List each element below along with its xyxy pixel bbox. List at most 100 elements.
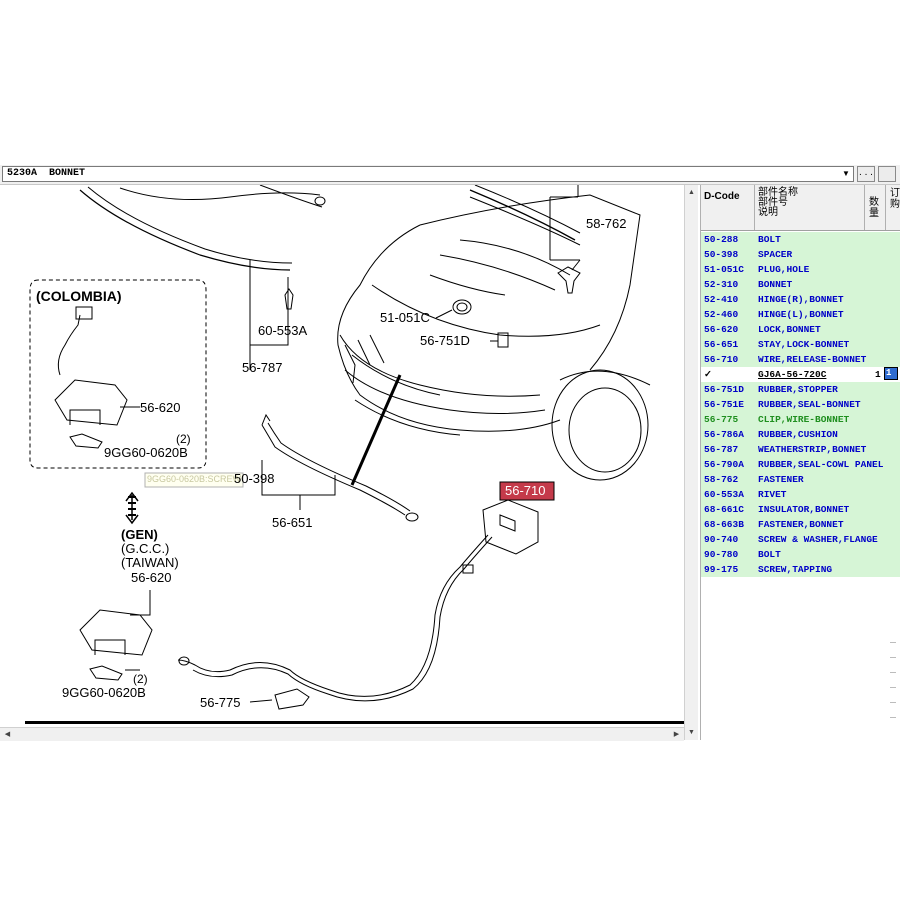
part-code: 51-051C <box>704 264 744 275</box>
table-row[interactable]: 60-553A RIVET <box>701 487 900 502</box>
part-code: 68-663B <box>704 519 744 530</box>
callout-56-775[interactable]: 56-775 <box>200 695 241 710</box>
part-qty: 1 <box>875 369 881 380</box>
part-name: RUBBER,SEAL-BONNET <box>758 399 861 410</box>
column-header-order[interactable]: 订购 <box>890 188 900 210</box>
part-number: GJ6A-56-720C <box>758 369 827 380</box>
part-code: 52-310 <box>704 279 739 290</box>
callout-56-751d[interactable]: 56-751D <box>420 333 470 348</box>
callout-56-710[interactable]: 56-710 <box>505 483 546 498</box>
tooltip: 9GG60-0620B:SCREW <box>147 474 242 484</box>
part-code: 56-775 <box>704 414 739 425</box>
gcc-label: (G.C.C.) <box>121 541 170 556</box>
table-row[interactable]: 52-460 HINGE(L),BONNET <box>701 307 900 322</box>
part-name: PLUG,HOLE <box>758 264 810 275</box>
table-row[interactable]: 68-663B FASTENER,BONNET <box>701 517 900 532</box>
part-code: 60-553A <box>704 489 744 500</box>
part-code: 56-751E <box>704 399 744 410</box>
callout-9gg60-gen[interactable]: 9GG60-0620B <box>62 685 146 700</box>
column-divider[interactable] <box>864 185 865 230</box>
part-code: 56-651 <box>704 339 739 350</box>
part-name: RIVET <box>758 489 787 500</box>
part-name: CLIP,WIRE-BONNET <box>758 414 850 425</box>
scroll-up-icon[interactable]: ▲ <box>688 189 695 196</box>
part-name: HINGE(R),BONNET <box>758 294 844 305</box>
scroll-left-icon[interactable]: ◀ <box>4 731 11 738</box>
qty-label: (2) <box>133 672 148 686</box>
section-select[interactable]: 5230A BONNET ▼ <box>2 166 854 182</box>
part-code: 52-460 <box>704 309 739 320</box>
part-name: STAY,LOCK-BONNET <box>758 339 850 350</box>
table-row[interactable]: 56-620 LOCK,BONNET <box>701 322 900 337</box>
part-code: 90-780 <box>704 549 739 560</box>
browse-button[interactable]: . . . <box>857 166 875 182</box>
column-header-qty[interactable]: 数量 <box>869 197 879 219</box>
table-row[interactable]: 56-710 WIRE,RELEASE-BONNET <box>701 352 900 367</box>
exploded-view-drawing <box>29 185 651 710</box>
scroll-right-icon[interactable]: ▶ <box>673 731 680 738</box>
column-divider[interactable] <box>754 185 755 230</box>
table-row[interactable]: 56-651 STAY,LOCK-BONNET <box>701 337 900 352</box>
callout-56-787[interactable]: 56-787 <box>242 360 283 375</box>
column-header-name-line: 部件名称 <box>758 187 798 198</box>
callout-60-553a[interactable]: 60-553A <box>258 323 308 338</box>
table-row[interactable]: 56-751E RUBBER,SEAL-BONNET <box>701 397 900 412</box>
part-name: HINGE(L),BONNET <box>758 309 844 320</box>
parts-diagram[interactable]: (COLOMBIA) 58-762 51-051C 56-751D 60-553… <box>0 185 697 740</box>
table-row[interactable]: 51-051C PLUG,HOLE <box>701 262 900 277</box>
callout-56-620-gen[interactable]: 56-620 <box>131 570 172 585</box>
chevron-down-icon[interactable]: ▼ <box>842 169 850 178</box>
callout-9gg60-colombia[interactable]: 9GG60-0620B <box>104 445 188 460</box>
column-header-dcode[interactable]: D-Code <box>704 191 740 202</box>
part-name: BOLT <box>758 549 781 560</box>
secondary-button[interactable] <box>878 166 896 182</box>
check-icon[interactable]: ✓ <box>704 369 712 380</box>
scroll-down-icon[interactable]: ▼ <box>688 729 695 736</box>
diagram-horizontal-scrollbar[interactable]: ◀ ▶ <box>0 727 684 741</box>
callout-58-762[interactable]: 58-762 <box>586 216 627 231</box>
part-code: 99-175 <box>704 564 739 575</box>
part-name: SCREW & WASHER,FLANGE <box>758 534 878 545</box>
diagram-vertical-scrollbar[interactable]: ▲ ▼ <box>684 185 698 740</box>
part-code: 68-661C <box>704 504 744 515</box>
highlight-box <box>499 481 555 501</box>
part-name: WEATHERSTRIP,BONNET <box>758 444 867 455</box>
table-row[interactable]: 68-661C INSULATOR,BONNET <box>701 502 900 517</box>
order-qty-input[interactable]: 1 <box>884 367 898 380</box>
callout-50-398[interactable]: 50-398 <box>234 471 275 486</box>
column-header-name-line: 部件号 <box>758 197 788 208</box>
column-header-name-line: 说明 <box>758 207 778 218</box>
part-code: 56-710 <box>704 354 739 365</box>
section-select-value: 5230A BONNET <box>7 168 86 179</box>
part-code: 56-786A <box>704 429 744 440</box>
part-name: BOLT <box>758 234 781 245</box>
colombia-label: (COLOMBIA) <box>36 288 122 304</box>
table-row[interactable]: 56-775 CLIP,WIRE-BONNET <box>701 412 900 427</box>
callout-56-620-colombia[interactable]: 56-620 <box>140 400 181 415</box>
part-code: 56-620 <box>704 324 739 335</box>
table-row[interactable]: 90-780 BOLT <box>701 547 900 562</box>
column-header-name[interactable]: 部件名称 部件号 说明 <box>758 188 858 218</box>
part-name: INSULATOR,BONNET <box>758 504 850 515</box>
callout-56-651[interactable]: 56-651 <box>272 515 313 530</box>
part-name: FASTENER,BONNET <box>758 519 844 530</box>
part-name: LOCK,BONNET <box>758 324 821 335</box>
part-name: RUBBER,STOPPER <box>758 384 838 395</box>
column-divider[interactable] <box>885 185 886 230</box>
callout-51-051c[interactable]: 51-051C <box>380 310 430 325</box>
part-name: WIRE,RELEASE-BONNET <box>758 354 867 365</box>
